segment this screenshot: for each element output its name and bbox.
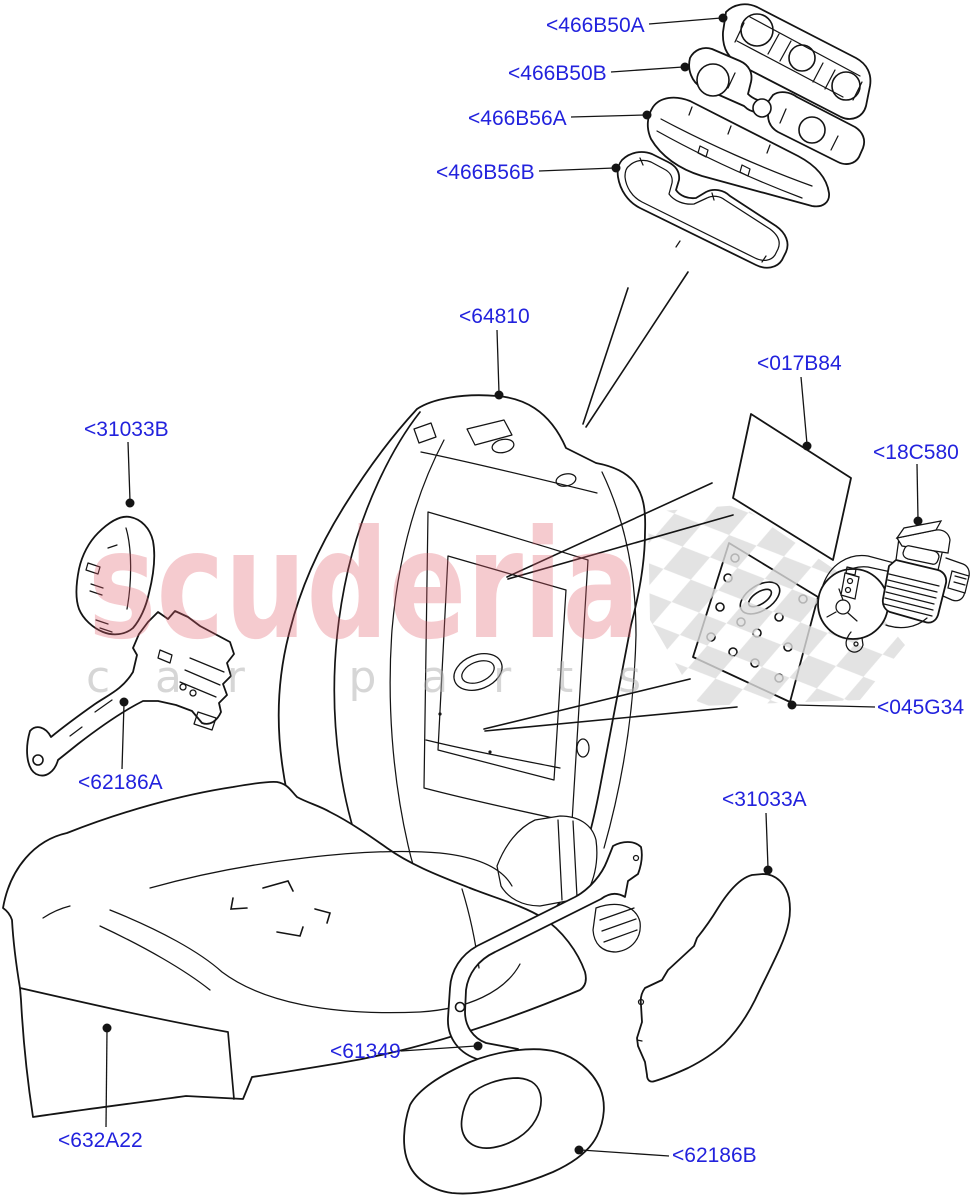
retractor-18C580-drawing: [817, 520, 970, 653]
watermark-tagline-text: car parts: [86, 652, 641, 703]
part-label-466B50A[interactable]: <466B50A: [546, 14, 645, 37]
part-label-64810[interactable]: <64810: [459, 305, 530, 328]
watermark-brand-text: scuderia: [88, 499, 640, 673]
pad-017B84-drawing: [732, 413, 852, 561]
top-panel-466B50B-drawing: [688, 47, 866, 165]
recliner-bracket-61349-drawing: [447, 841, 643, 1068]
part-label-632A22[interactable]: <632A22: [58, 1129, 143, 1152]
part-label-62186B[interactable]: <62186B: [672, 1144, 757, 1167]
cushion-632A22-drawing: [2, 780, 587, 1118]
leader-lines: [102, 13, 923, 1157]
top-panel-466B50A-drawing: [722, 3, 872, 120]
part-label-466B56B[interactable]: <466B56B: [436, 161, 535, 184]
part-label-045G34[interactable]: <045G34: [877, 696, 964, 719]
part-label-18C580[interactable]: <18C580: [873, 441, 959, 464]
checkered-flag-watermark: [648, 505, 905, 706]
recliner-bracket-62186A-drawing: [26, 610, 235, 777]
part-label-62186A[interactable]: <62186A: [78, 771, 163, 794]
side-shield-31033A-drawing: [636, 873, 791, 1083]
part-label-31033B[interactable]: <31033B: [84, 418, 169, 441]
brand-watermark: scuderia car parts: [86, 499, 641, 703]
pointer-lines: [483, 271, 738, 732]
part-label-61349[interactable]: <61349: [330, 1040, 401, 1063]
seat-back-frame-drawing: [277, 394, 647, 962]
top-gasket-466B56B-drawing: [616, 151, 789, 269]
side-trim-31033B-drawing: [75, 515, 156, 636]
part-label-017B84[interactable]: <017B84: [757, 352, 842, 375]
part-label-466B56A[interactable]: <466B56A: [468, 107, 567, 130]
part-label-466B50B[interactable]: <466B50B: [508, 62, 607, 85]
part-label-31033A[interactable]: <31033A: [722, 788, 807, 811]
pad-62186B-drawing: [403, 1048, 605, 1195]
top-panel-466B56A-drawing: [646, 96, 830, 208]
